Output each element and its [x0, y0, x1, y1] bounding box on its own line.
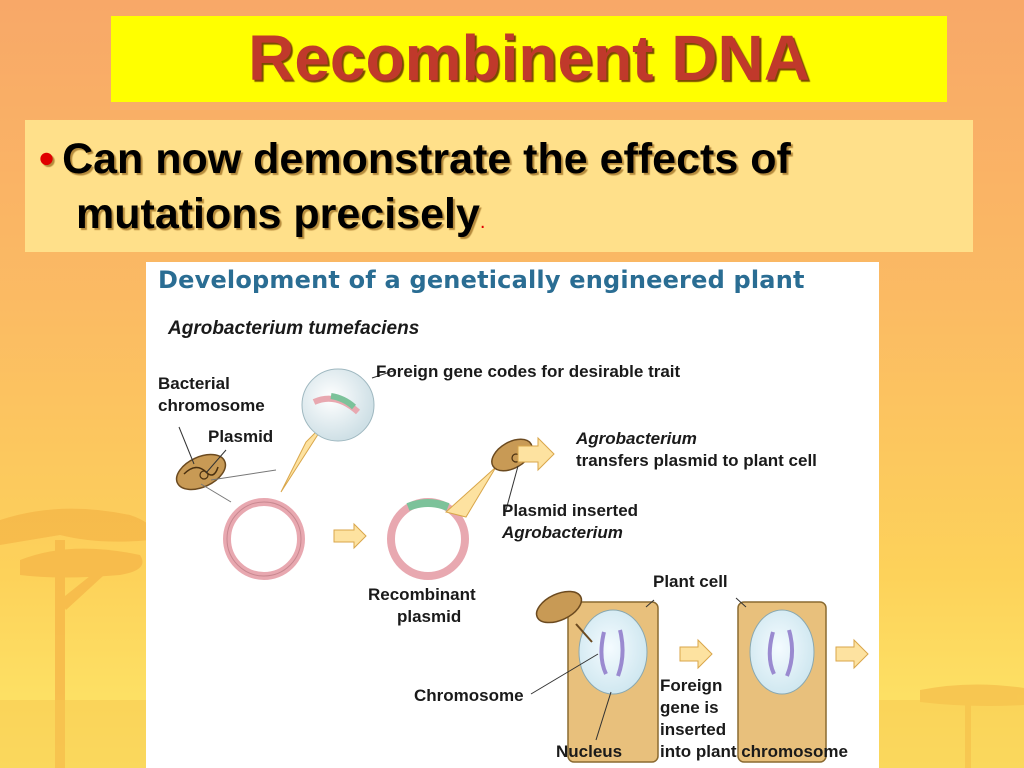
- bullet-line-2: mutations precisely: [76, 190, 480, 238]
- slide-title: Recombinent DNA: [248, 22, 810, 94]
- plasmid-label: Plasmid: [208, 427, 274, 446]
- foreign-gene-label: Foreign gene codes for desirable trait: [376, 362, 681, 381]
- foreign-inserted-label-1: Foreign: [660, 676, 723, 695]
- acacia-tree-left: [0, 508, 153, 768]
- bacterium-icon: [175, 453, 227, 491]
- figure-title: Development of a genetically engineered …: [158, 266, 805, 294]
- plasmid-inserted-label-2: Agrobacterium: [502, 523, 623, 542]
- foreign-gene-segment: [330, 393, 357, 410]
- zoom-line-2: [210, 469, 277, 481]
- nucleus-icon: [578, 609, 648, 695]
- gene-bubble-icon: [301, 368, 375, 442]
- title-banner: Recombinent DNA: [111, 16, 947, 102]
- foreign-inserted-label-4: into plant chromosome: [660, 742, 848, 761]
- plasmid-inserted-label-1: Plasmid inserted: [502, 501, 639, 520]
- chromosome-icon: [599, 631, 608, 675]
- foreign-inserted-label-3: inserted: [660, 720, 727, 739]
- plasmid-pointer: [205, 449, 227, 474]
- agro-transfers-label-2: transfers plasmid to plant cell: [576, 451, 817, 470]
- step-arrow-icon: [333, 522, 367, 550]
- bacterial-chromosome-pointer: [178, 426, 195, 465]
- nucleus-label: Nucleus: [556, 742, 623, 761]
- bullet-line-1: Can now demonstrate the effects of: [62, 135, 791, 183]
- recombinant-label-2: plasmid: [397, 607, 462, 626]
- zoom-line-1: [200, 483, 232, 503]
- bacterial-label-1: Bacterial: [158, 374, 230, 393]
- genetic-engineering-figure: Development of a genetically engineered …: [146, 262, 879, 768]
- bullet-panel: •Can now demonstrate the effects of muta…: [25, 120, 973, 252]
- organism-label: Agrobacterium tumefaciens: [168, 318, 420, 339]
- agro-transfers-label-1: Agrobacterium: [576, 429, 697, 448]
- chromosome-label: Chromosome: [414, 686, 524, 705]
- recombinant-label-1: Recombinant: [368, 585, 476, 604]
- bacterial-label-2: chromosome: [158, 396, 265, 415]
- bullet-period: .: [479, 211, 486, 233]
- bullet-point: •Can now demonstrate the effects of muta…: [39, 132, 959, 250]
- transfer-arrow-icon: [517, 436, 555, 472]
- foreign-inserted-label-2: gene is: [660, 698, 719, 717]
- plant-cell-label: Plant cell: [653, 572, 728, 591]
- figure-drawing: [175, 368, 869, 763]
- bullet-marker: •: [39, 135, 55, 183]
